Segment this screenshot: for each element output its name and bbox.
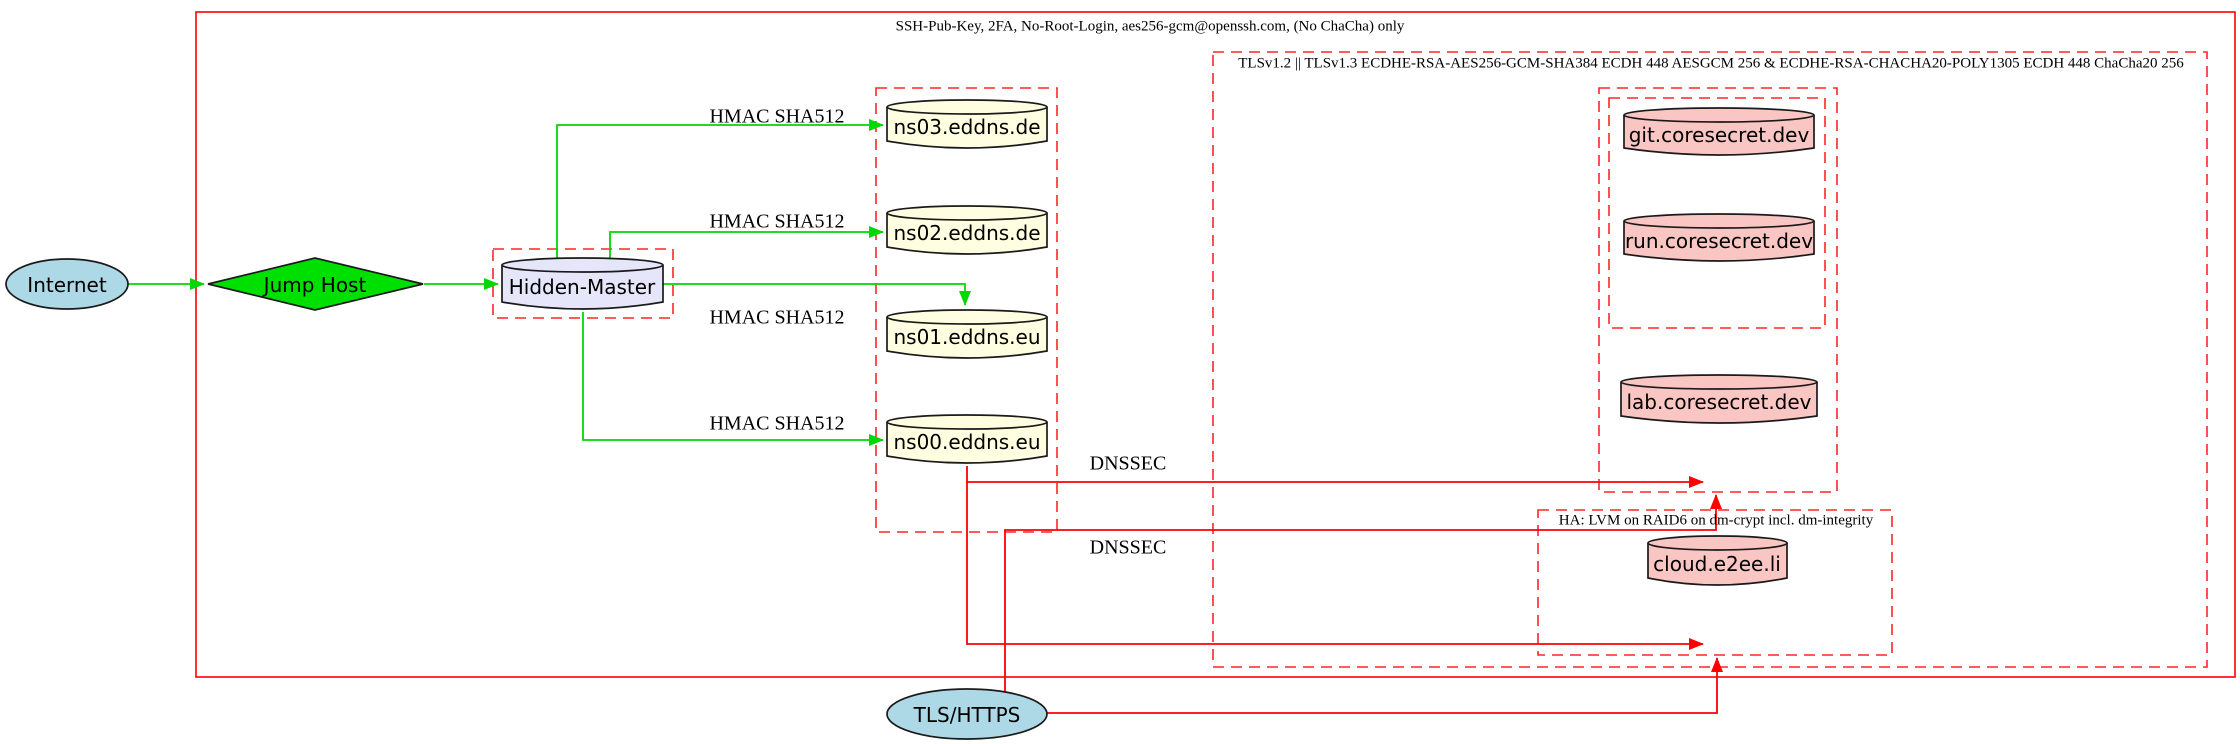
dnssec-label-lower: DNSSEC (1089, 536, 1167, 559)
coresecret-inner-cluster-box (1608, 97, 1826, 329)
ns00-node-top (886, 414, 1048, 430)
hmac-label-ns01: HMAC SHA512 (709, 306, 845, 329)
ns01-label: ns01.eddns.eu (893, 325, 1041, 349)
jump-host-node (207, 257, 424, 311)
lab-node (1620, 382, 1818, 424)
git-node-top (1623, 107, 1815, 123)
ns01-node-top (886, 309, 1048, 325)
ha-cluster-label: HA: LVM on RAID6 on dm-crypt incl. dm-in… (1558, 512, 1874, 529)
edge-hiddenmaster-ns02 (609, 226, 884, 265)
lab-label: lab.coresecret.dev (1626, 390, 1812, 414)
edge-hiddenmaster-ns00 (582, 312, 884, 446)
cloud-label: cloud.e2ee.li (1653, 552, 1781, 576)
hmac-label-ns03: HMAC SHA512 (709, 105, 845, 128)
tls-cluster-box (1212, 51, 2208, 668)
ns01-node (886, 317, 1048, 359)
jump-host-label: Jump Host (263, 273, 367, 297)
cloud-node (1647, 543, 1788, 586)
ns03-node (886, 107, 1048, 149)
git-node (1623, 115, 1815, 156)
hidden-master-label: Hidden-Master (508, 275, 656, 299)
ns02-node (886, 213, 1048, 255)
edge-dnssec-upper (966, 466, 1704, 488)
internet-node (5, 258, 129, 310)
edge-hiddenmaster-ns01 (663, 283, 971, 306)
dnssec-label-upper: DNSSEC (1089, 452, 1167, 475)
red-edges (966, 466, 1723, 714)
edge-dnssec-lower (966, 482, 1704, 650)
run-label: run.coresecret.dev (1624, 229, 1814, 253)
tls-https-label: TLS/HTTPS (913, 703, 1021, 727)
ha-cluster-box (1537, 509, 1893, 656)
ns00-label: ns00.eddns.eu (893, 430, 1041, 454)
ns02-node-top (886, 205, 1048, 221)
ns02-label: ns02.eddns.de (893, 221, 1041, 245)
edge-tls-coresecret (1004, 494, 1722, 691)
hmac-label-ns00: HMAC SHA512 (709, 412, 845, 435)
hidden-master-node (501, 265, 664, 310)
run-node-top (1623, 213, 1815, 229)
git-label: git.coresecret.dev (1628, 123, 1810, 147)
ssh-cluster-box (195, 11, 2236, 678)
ns00-node (886, 422, 1048, 464)
hmac-label-ns02: HMAC SHA512 (709, 210, 845, 233)
edge-tls-ha (1047, 657, 1723, 714)
dns-cluster-box (875, 87, 1058, 533)
ssh-cluster-label: SSH-Pub-Key, 2FA, No-Root-Login, aes256-… (895, 18, 1405, 35)
run-node (1623, 221, 1815, 262)
hidden-master-cluster-box (492, 248, 674, 319)
tls-cluster-label: TLSv1.2 || TLSv1.3 ECDHE-RSA-AES256-GCM-… (1238, 55, 2184, 72)
cloud-node-top (1647, 535, 1788, 551)
tls-https-node (886, 688, 1048, 740)
internet-label: Internet (27, 273, 107, 297)
green-edges (128, 119, 971, 446)
ns03-node-top (886, 99, 1048, 115)
edge-hiddenmaster-ns03 (556, 119, 884, 265)
coresecret-outer-cluster-box (1598, 87, 1838, 493)
lab-node-top (1620, 374, 1818, 390)
hidden-master-node-top (501, 257, 664, 273)
ns03-label: ns03.eddns.de (893, 115, 1041, 139)
